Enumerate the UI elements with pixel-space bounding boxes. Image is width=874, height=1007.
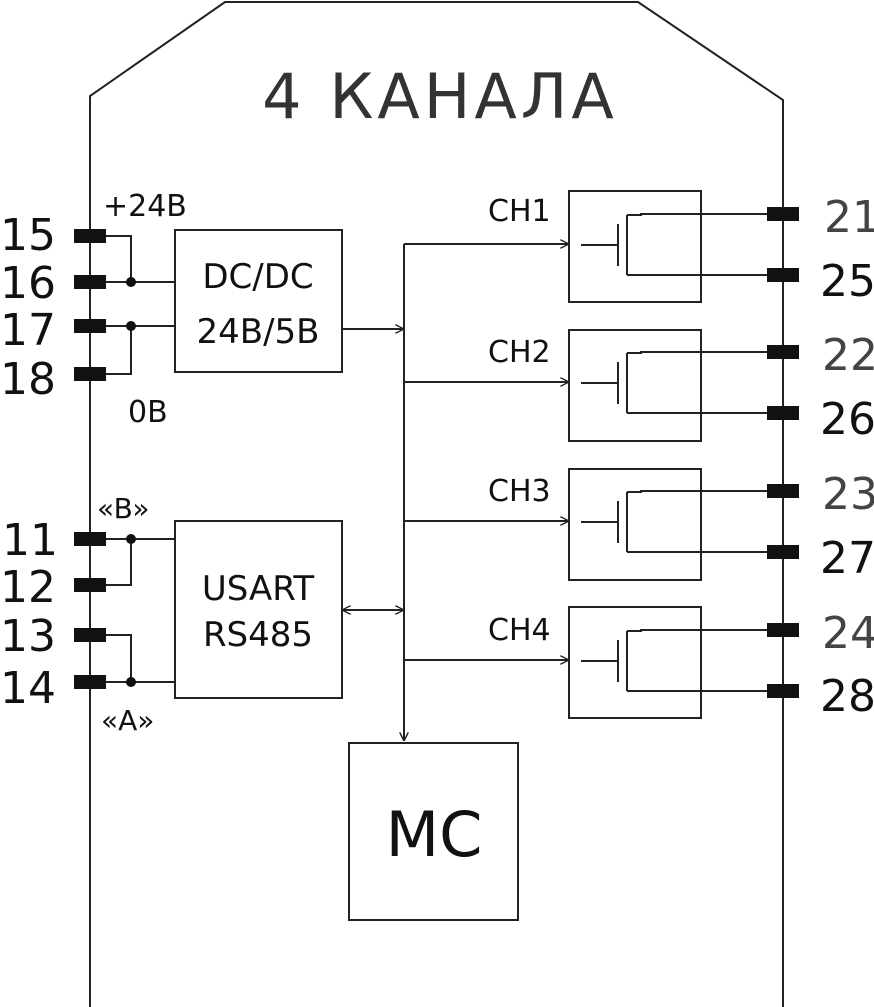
rs485-label: RS485: [203, 615, 313, 655]
ch2-mosfet-symbol: [581, 351, 767, 414]
pin-15: 15: [0, 210, 56, 261]
channel-3: CH3 23 27: [404, 468, 874, 584]
pin-11: 11: [2, 515, 58, 566]
microcontroller: MC: [348, 742, 519, 921]
pin-24: 24: [822, 608, 874, 659]
channel-1: CH1 21 25: [404, 190, 874, 307]
pad-15: [74, 229, 106, 243]
ch4-mosfet-symbol: [581, 629, 767, 692]
pin-16: 16: [0, 258, 56, 309]
ch2-label: CH2: [488, 335, 551, 370]
pad-14: [74, 675, 106, 689]
usart-rs485-box: [174, 520, 343, 699]
power-section: 15 16 17 18 +24В 0В DC/DC 24В/5В: [0, 189, 343, 430]
pad-11: [74, 532, 106, 546]
power-wire-plus: [106, 235, 175, 283]
pad-17: [74, 319, 106, 333]
line-b-label: «B»: [97, 492, 150, 525]
pin-26: 26: [820, 394, 874, 445]
module-title: 4 КАНАЛА: [262, 60, 618, 133]
ch1-switch-box: [568, 190, 702, 303]
pad-25: [767, 268, 799, 282]
ch1-label: CH1: [488, 194, 551, 229]
pad-26: [767, 406, 799, 420]
pin-27: 27: [820, 533, 874, 584]
pad-27: [767, 545, 799, 559]
pin-25: 25: [820, 256, 874, 307]
line-a-label: «A»: [101, 704, 154, 737]
pad-18: [74, 367, 106, 381]
mc-label: MC: [386, 798, 483, 871]
junction-dot: [126, 677, 136, 687]
pin-12: 12: [0, 562, 56, 613]
rs485-section: 11 12 13 14 «B» «A» USART RS485: [0, 492, 343, 737]
ch1-mosfet-symbol: [581, 213, 767, 276]
ch3-switch-box: [568, 468, 702, 581]
dcdc-converter-box: [174, 229, 343, 373]
zero-volt-label: 0В: [128, 395, 168, 430]
dcdc-line2: 24В/5В: [196, 312, 319, 352]
pin-14: 14: [0, 663, 56, 714]
junction-dot: [126, 534, 136, 544]
channel-4: CH4 24 28: [404, 606, 874, 722]
pin-23: 23: [822, 469, 874, 520]
pad-12: [74, 578, 106, 592]
pin-28: 28: [820, 671, 874, 722]
pin-22: 22: [822, 330, 874, 381]
pad-21: [767, 207, 799, 221]
ch2-switch-box: [568, 329, 702, 442]
ch3-label: CH3: [488, 474, 551, 509]
plus-24v-label: +24В: [103, 189, 187, 224]
power-wire-zero: [106, 325, 175, 375]
dcdc-line1: DC/DC: [202, 257, 313, 297]
junction-dot: [126, 277, 136, 287]
pad-13: [74, 628, 106, 642]
pin-17: 17: [0, 305, 56, 356]
rs485-wire-b: [106, 538, 175, 586]
pad-23: [767, 484, 799, 498]
internal-bus: [342, 244, 404, 741]
pin-18: 18: [0, 354, 56, 405]
usart-label: USART: [202, 569, 315, 609]
pad-24: [767, 623, 799, 637]
ch4-label: CH4: [488, 613, 551, 648]
pad-22: [767, 345, 799, 359]
pin-13: 13: [0, 611, 56, 662]
mc-box: [348, 742, 519, 921]
rs485-wire-a: [106, 634, 175, 683]
pad-28: [767, 684, 799, 698]
module-outline: [89, 1, 784, 1007]
ch3-mosfet-symbol: [581, 490, 767, 553]
channel-2: CH2 22 26: [404, 329, 874, 445]
pad-16: [74, 275, 106, 289]
pin-21: 21: [824, 192, 874, 243]
junction-dot: [126, 321, 136, 331]
ch4-switch-box: [568, 606, 702, 719]
